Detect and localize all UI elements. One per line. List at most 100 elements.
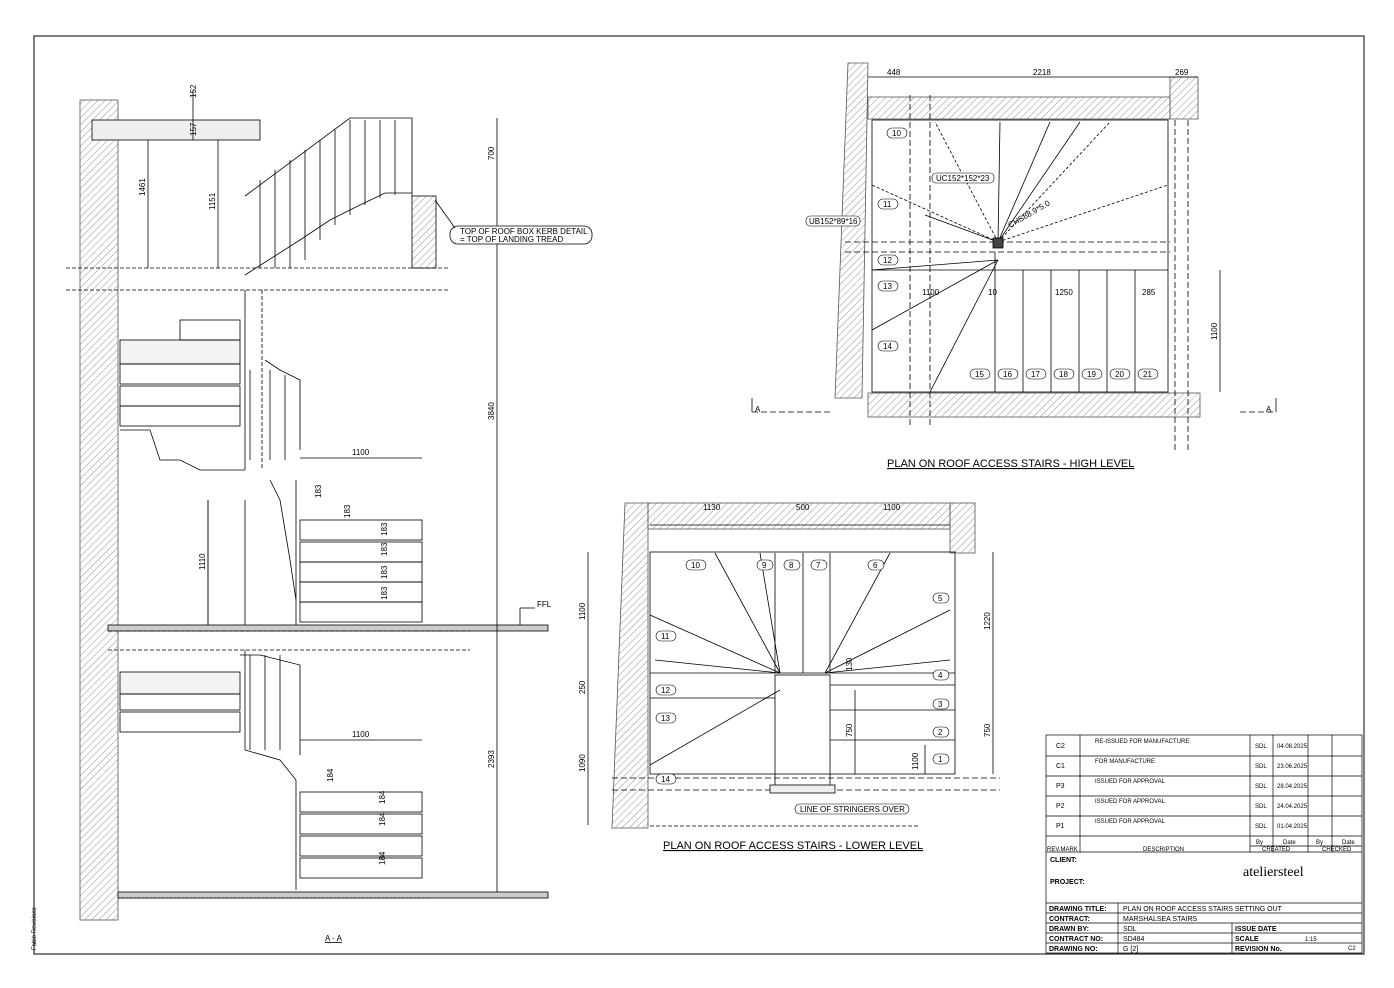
rev-description: ISSUED FOR APPROVAL [1095,779,1166,785]
low-dim-left-1100: 1100 [578,602,587,620]
tread-number: 19 [1087,370,1096,379]
revision: C2 [1348,946,1356,952]
revision-table: C2 RE-ISSUED FOR MANUFACTURE SDL 04.08.2025… [1056,739,1308,830]
section-dim-1100-upper: 1100 [352,448,370,457]
rev-description: ISSUED FOR APPROVAL [1095,819,1166,825]
rev-description: RE-ISSUED FOR MANUFACTURE [1095,739,1189,745]
member-chs-label: CHS88.9*5.0 [1007,198,1052,229]
rev-header-checked: CHECKED [1322,847,1352,853]
drawn-by: SDL [1123,926,1137,933]
low-dim-left-250: 250 [578,680,587,694]
rev-header-created: CREATED [1262,847,1291,853]
low-dim-500: 500 [796,503,810,512]
tread-number: 7 [816,561,821,570]
plan-lower-level [587,502,1000,829]
scale: 1:15 [1305,937,1317,943]
issue-date-label: ISSUE DATE [1235,926,1277,933]
tread-number: 9 [762,561,767,570]
low-dim-inner-1100: 1100 [911,752,920,770]
riser-dim: 184 [326,768,335,782]
contract-no-label: CONTRACT NO: [1049,936,1103,943]
tread-number: 21 [1143,370,1152,379]
rev-description: FOR MANUFACTURE [1095,759,1155,765]
rev-by: SDL [1255,744,1267,750]
drawn-by-label: DRAWN BY: [1049,926,1089,933]
tread-number: 11 [661,632,670,641]
rev-header-desc: DESCRIPTION [1143,847,1184,853]
tread-number: 16 [1003,370,1012,379]
tread-number: 1 [938,755,943,764]
riser-dim: 183 [380,565,389,579]
rev-header-by: By [1256,840,1263,846]
revision-label: REVISION No. [1235,946,1282,953]
tread-number: 2 [938,728,943,737]
tread-number: 11 [883,200,892,209]
contract: MARSHALSEA STAIRS [1123,916,1198,923]
rev-mark: P2 [1056,803,1065,810]
low-dim-1100: 1100 [883,503,901,512]
section-dim-700: 700 [487,146,496,160]
client-label: CLIENT: [1050,857,1077,864]
low-dim-1130: 1130 [703,503,721,512]
contract-no: SD484 [1123,936,1145,943]
plan-low-title: PLAN ON ROOF ACCESS STAIRS - LOWER LEVEL [663,840,923,852]
riser-dim: 183 [380,542,389,556]
riser-dim: 183 [314,484,323,498]
section-wall [79,99,119,921]
high-dim-285: 285 [1142,288,1156,297]
rev-header-mark: REV.MARK [1047,847,1078,853]
tread-number: 10 [691,561,700,570]
rev-by: SDL [1255,764,1267,770]
rev-header-by2: By [1316,840,1323,846]
section-dim-1100-lower: 1100 [352,730,370,739]
rev-description: ISSUED FOR APPROVAL [1095,799,1166,805]
rev-date: 24.04.2025 [1277,804,1308,810]
stringers-note: LINE OF STRINGERS OVER [800,805,905,814]
plan-high-title: PLAN ON ROOF ACCESS STAIRS - HIGH LEVEL [887,458,1134,470]
low-dim-right-1220: 1220 [983,612,992,630]
member-uc-label: UC152*152*23 [936,174,990,183]
title-block [1045,734,1363,954]
low-dim-left-1090: 1090 [578,754,587,772]
rev-date: 04.08.2025 [1277,744,1308,750]
rev-by: SDL [1255,804,1267,810]
high-dim-448: 448 [887,68,901,77]
high-dim-1250: 1250 [1055,288,1073,297]
riser-dim: 183 [380,522,389,536]
riser-dim: 183 [343,504,352,518]
high-dim-1100-right: 1100 [1210,322,1219,340]
tread-number: 14 [661,775,670,784]
contract-label: CONTRACT: [1049,916,1090,923]
section-dim-1151: 1151 [208,192,217,210]
ffl-label: FFL [537,600,552,609]
kerb-note-line2: = TOP OF LANDING TREAD [460,235,563,244]
rev-date: 01.04.2025 [1277,824,1308,830]
tread-number: 3 [938,700,943,709]
tread-number: 17 [1031,370,1040,379]
section-a-a [66,90,549,921]
member-ub-label: UB152*89*16 [809,217,858,226]
rev-mark: P1 [1056,823,1065,830]
plan-lower-texts: 1130 500 1100 1100 250 1090 1220 750 130… [578,503,992,852]
section-texts: 152 157 1461 1151 700 3840 2393 1100 111… [138,84,593,943]
tread-number: 13 [661,714,670,723]
section-dim-1461: 1461 [138,178,147,196]
sheet-border [33,35,1365,955]
tread-number: 10 [892,129,901,138]
company-logo: ateliersteel [1243,865,1304,880]
tread-number: 12 [883,256,892,265]
rev-mark: C2 [1056,743,1065,750]
drawing-title: PLAN ON ROOF ACCESS STAIRS SETTING OUT [1123,906,1283,913]
tread-number: 18 [1059,370,1068,379]
rev-date: 28.04.2025 [1277,784,1308,790]
section-dim-157: 157 [189,122,198,136]
riser-dim: 183 [380,586,389,600]
plan-high-level [834,62,1221,450]
tread-number: 8 [789,561,794,570]
drawing-title-label: DRAWING TITLE: [1049,906,1107,913]
rev-header-date2: Date [1342,840,1355,846]
section-dim-3840: 3840 [487,402,496,420]
riser-dim: 184 [378,812,387,826]
drawing-no: G [2] [1123,946,1138,953]
